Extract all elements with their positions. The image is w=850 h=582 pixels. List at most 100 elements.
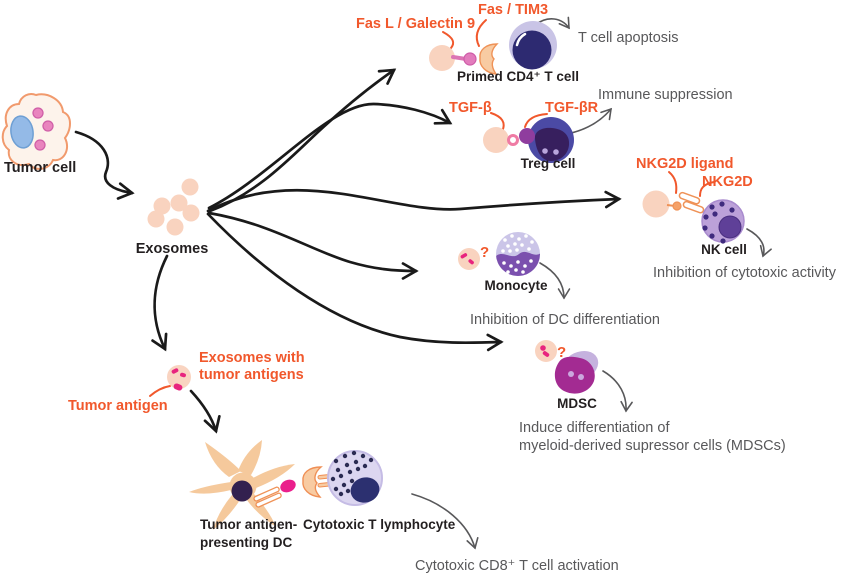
tgfb-label: TGF-β (449, 100, 492, 116)
tcr-receptor-icon (302, 466, 323, 498)
dc-arm (213, 495, 240, 530)
monocyte-label: Monocyte (484, 278, 547, 293)
tgfbr-receptor-icon (519, 128, 535, 144)
exosomes-label: Exosomes (136, 241, 209, 257)
tumor-cell-vesicle (34, 139, 46, 151)
antigen-fragment (460, 253, 468, 259)
mdsc-group: ? MDSC Induce differentiation of myeloid… (519, 340, 786, 454)
inhibition-cytotoxic-text: Inhibition of cytotoxic activity (653, 265, 837, 281)
arrow-exosomes-to-primed-t (208, 68, 397, 213)
fas-tim3-receptor-icon (479, 43, 499, 75)
exosomes-with-antigens-label-line1: Exosomes with (199, 350, 305, 366)
exosome-vesicle (458, 248, 480, 270)
pointer-fas-tim3 (475, 19, 487, 47)
antigen-fragment (468, 259, 474, 265)
treg-granule (553, 149, 559, 155)
monocyte-granules-bottom (502, 259, 533, 274)
nk-cell-group: NKG2D ligand NKG2D NK cell Inhibition of… (636, 156, 837, 281)
tumor-cell: Tumor cell (1, 93, 76, 176)
arrow-exosomes-to-monocyte (207, 211, 419, 280)
tumor-antigen-icon (173, 383, 183, 391)
nkg2d-ligand-icon (672, 201, 682, 211)
arrow-exosomes-to-treg (207, 102, 453, 210)
fasl-ligand-icon (463, 52, 477, 66)
dc-star-body (189, 440, 295, 530)
monocyte-group: ? Monocyte Inhibition of DC differentiat… (458, 232, 660, 328)
arrow-to-inhibition-dc (539, 262, 571, 300)
flow-arrows (74, 68, 622, 434)
antigen-fragment (542, 351, 550, 357)
dendritic-cell-group: Tumor antigen- presenting DC (189, 440, 297, 550)
arrow-exosomes-to-mdsc (206, 212, 504, 352)
primed-t-cell-nucleus (512, 30, 552, 70)
exosome-vesicle (483, 127, 509, 153)
immune-suppression-text: Immune suppression (598, 87, 733, 103)
mhc-rod (255, 492, 282, 508)
arrow-exosomes-to-antigen-exosome (151, 254, 169, 352)
arrow-exosomes-to-nk (206, 189, 622, 213)
mdsc-label: MDSC (557, 396, 597, 411)
exosome-vesicle (182, 204, 200, 222)
pointer-tgfb (490, 112, 505, 130)
monocyte-lower-half (496, 251, 540, 276)
tumor-cell-vesicle (42, 120, 54, 132)
primed-t-cell-label: Primed CD4⁺ T cell (457, 69, 579, 84)
exosomes-with-antigens-group: Exosomes with tumor antigens Tumor antig… (68, 350, 305, 414)
unknown-ligand-mark: ? (557, 344, 566, 361)
treg-cell-label: Treg cell (521, 156, 576, 171)
antigen-fragment (180, 372, 186, 378)
dc-label-line1: Tumor antigen- (200, 517, 297, 532)
dc-arm (189, 482, 231, 494)
tumor-cell-body (1, 93, 71, 170)
pointer-tgfbr (524, 113, 548, 128)
fasl-galectin9-label: Fas L / Galectin 9 (356, 16, 475, 32)
dc-nucleus (231, 480, 253, 502)
treg-granule (542, 148, 548, 154)
mdsc-body (554, 356, 595, 394)
dc-arm (205, 442, 241, 477)
exosome-cluster: Exosomes (136, 178, 209, 257)
primed-t-cell-group: Fas L / Galectin 9 Fas / TIM3 Primed CD4… (356, 2, 678, 84)
arrow-to-induce-mdsc (602, 370, 633, 413)
exosome-vesicle (153, 197, 171, 215)
pointer-nkg2d-ligand (668, 171, 678, 194)
mdsc-granule (568, 371, 574, 377)
antigen-fragment (540, 345, 546, 351)
exosome-vesicle (147, 210, 165, 228)
exosome-vesicle (181, 178, 199, 196)
fas-tim3-label: Fas / TIM3 (478, 2, 548, 18)
outcome-arrows (411, 16, 772, 550)
dc-arm (238, 440, 262, 475)
mdsc-granule (578, 374, 584, 380)
ctl-label: Cytotoxic T lymphocyte (303, 517, 456, 532)
dc-arm (253, 464, 295, 488)
pointer-nkg2d (699, 181, 715, 197)
treg-cell-group: TGF-β TGF-βR Treg cell Immune suppressio… (449, 87, 733, 171)
arrow-to-cd8-activation (411, 493, 479, 550)
tgfb-ligand-icon (507, 134, 519, 146)
mhc-rod (253, 486, 280, 502)
induce-mdsc-text-line2: myeloid-derived supressor cells (MDSCs) (519, 438, 786, 454)
tumor-cell-nucleus (10, 115, 34, 149)
tumor-antigen-label: Tumor antigen (68, 398, 168, 414)
unknown-ligand-mark: ? (480, 244, 489, 261)
nkg2d-receptor-rod (678, 191, 701, 205)
arrow-tumor-to-exosomes (74, 130, 135, 200)
dc-arm (246, 494, 276, 527)
pointer-tumor-antigen (149, 385, 171, 397)
tgfbr-label: TGF-βR (545, 100, 599, 116)
tumor-cell-vesicle (32, 107, 44, 119)
exosome-vesicle (429, 45, 455, 71)
nkg2d-label: NKG2D (702, 174, 753, 190)
exosome-vesicle (166, 218, 184, 236)
pointer-fasl-galectin9 (442, 31, 455, 49)
arrow-to-inhibition-cytotoxic (746, 228, 772, 258)
nucleus-highlight (515, 32, 527, 47)
exosome-vesicle (170, 194, 188, 212)
cytotoxic-t-group: Cytotoxic T lymphocyte Cytotoxic CD8⁺ T … (302, 450, 619, 574)
label-pointers (149, 19, 715, 397)
dc-label-line2: presenting DC (200, 535, 293, 550)
nkg2d-receptor-rod (682, 200, 705, 214)
